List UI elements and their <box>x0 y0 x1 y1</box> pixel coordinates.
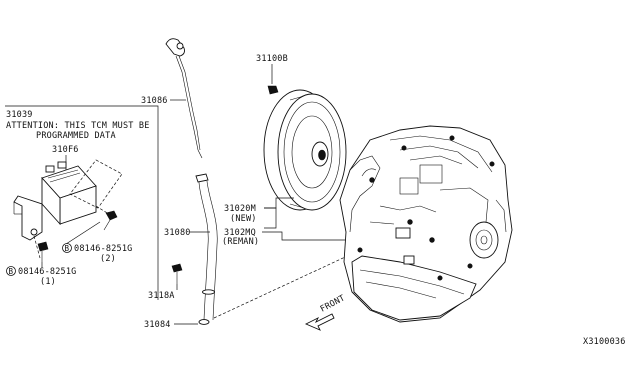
bolt-2-letter: B <box>9 267 14 276</box>
bolt-2-number: 08146-8251G <box>18 267 77 277</box>
attention-line-2: PROGRAMMED DATA <box>36 131 116 141</box>
dipstick-icon <box>165 38 203 159</box>
label-310f6: 310F6 <box>52 145 79 155</box>
label-31020m-note: (NEW) <box>230 214 257 224</box>
label-31080: 31080 <box>164 228 191 238</box>
bolt-icon <box>171 263 183 284</box>
label-31020m: 31020M <box>224 204 256 214</box>
leader-bolt-1 <box>65 221 101 245</box>
attention-line-1: ATTENTION: THIS TCM MUST BE <box>6 121 150 131</box>
label-31086: 31086 <box>141 96 168 106</box>
bolt-icon <box>103 210 118 231</box>
diagram-id: X3100036 <box>583 337 626 347</box>
front-label: FRONT <box>319 293 347 314</box>
tcm-bracket-frame <box>5 105 159 300</box>
oil-tube-icon <box>195 173 218 321</box>
bolt-icon <box>37 241 49 262</box>
bolt-2-circle <box>6 266 16 276</box>
bolt-icon <box>267 85 279 95</box>
label-3118a: 3118A <box>148 291 175 301</box>
front-arrow-icon <box>304 313 335 331</box>
leader-31020m-join <box>264 207 277 229</box>
tcm-dashed-outline <box>69 159 123 209</box>
bolt-1-circle <box>62 243 72 253</box>
bolt-2-qty: (1) <box>40 277 56 287</box>
transaxle-icon <box>339 125 513 323</box>
label-31039: 31039 <box>6 110 33 120</box>
bolt-dash-1 <box>33 235 41 259</box>
label-31084: 31084 <box>144 320 171 330</box>
label-3102mq-note: (REMAN) <box>222 237 259 247</box>
tube-dash <box>213 251 357 319</box>
bolt-1-qty: (2) <box>100 254 116 264</box>
bolt-1-letter: B <box>65 244 70 253</box>
o-ring-icon <box>198 319 210 325</box>
label-3102mq: 3102MQ <box>224 228 256 238</box>
torque-converter-icon <box>263 89 347 211</box>
label-31100b: 31100B <box>256 54 288 64</box>
leader-3102mq <box>262 231 356 241</box>
bolt-1-number: 08146-8251G <box>74 244 133 254</box>
tcm-module-icon <box>13 161 97 241</box>
